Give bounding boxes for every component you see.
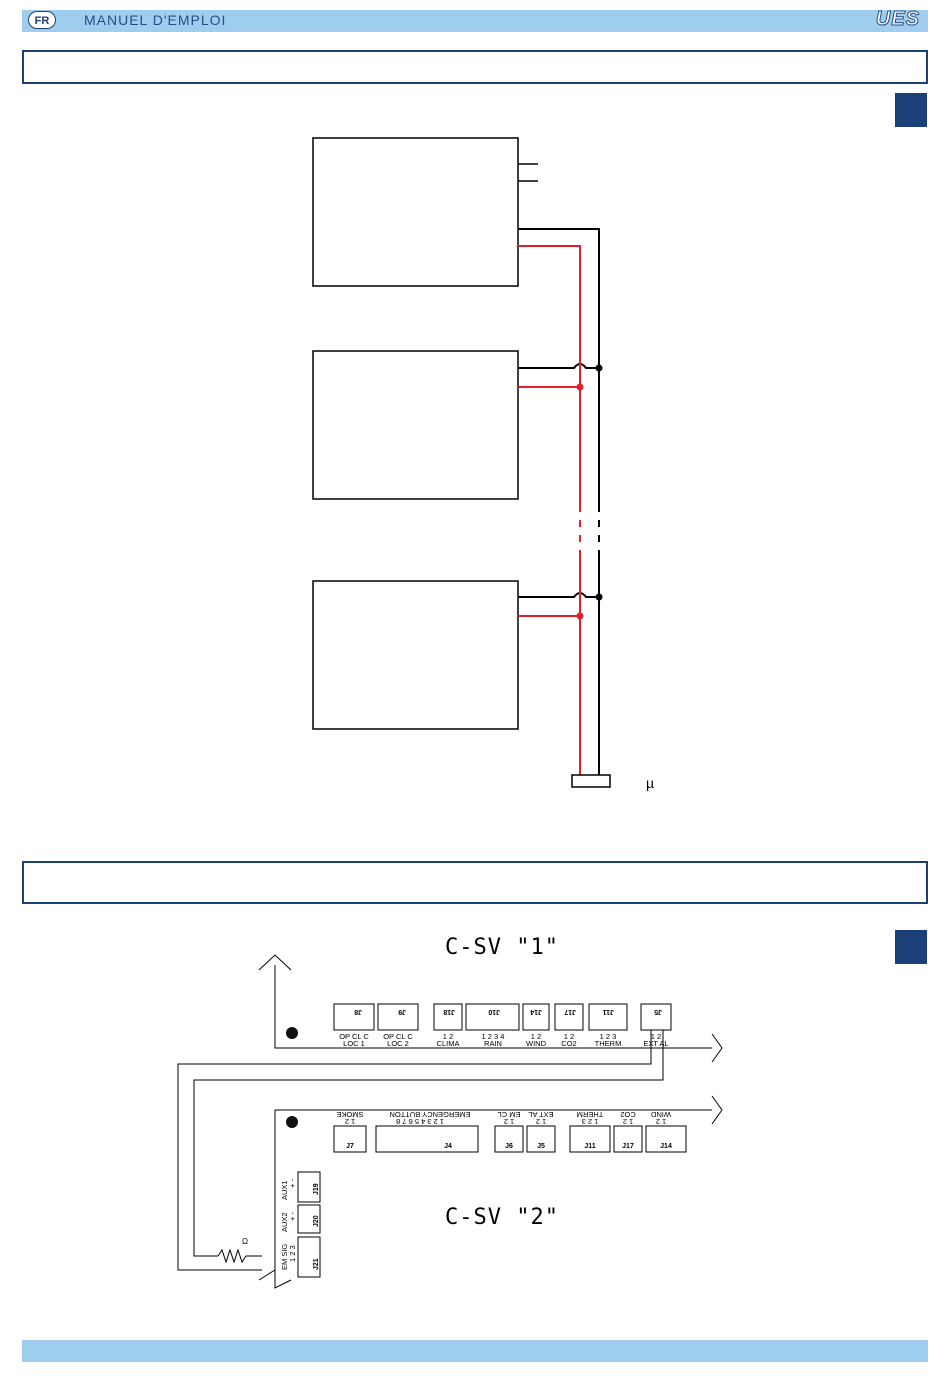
section-marker-1 — [895, 93, 927, 127]
conn-id: J4 — [444, 1143, 452, 1150]
conn-label: AUX1 — [280, 1180, 289, 1200]
pin-labels: 1 2 — [651, 1032, 661, 1041]
pin-labels: + - — [288, 1179, 297, 1188]
pin-labels: + - — [288, 1212, 297, 1221]
bus-wire-red — [518, 245, 581, 775]
conn-id: J7 — [346, 1143, 354, 1150]
resistor-label: Ω — [242, 1237, 248, 1246]
section-title-box-2 — [22, 861, 928, 904]
conn-id: J5 — [537, 1143, 545, 1150]
conn-id: J14 — [530, 1008, 542, 1015]
pin-labels: 1 2 3 4 5 6 7 8 — [396, 1117, 444, 1126]
pin-labels: 1 2 — [564, 1032, 574, 1041]
junction-dot-red — [576, 383, 584, 391]
section-title-box-1 — [22, 50, 928, 84]
bus-wiring-diagram: µ — [312, 137, 654, 791]
conn-id: J6 — [505, 1143, 513, 1150]
conn-id: J18 — [443, 1008, 455, 1015]
conn-id: J10 — [488, 1008, 500, 1015]
conn-label: CO2 — [561, 1039, 576, 1048]
pin-labels: 1 2 — [623, 1117, 633, 1126]
device-box-2 — [312, 350, 519, 500]
conn-label: CLIMA — [437, 1039, 460, 1048]
pin-labels: 1 2 3 4 — [482, 1032, 505, 1041]
conn-label: LOC 1 — [343, 1039, 365, 1048]
language-badge: FR — [28, 11, 56, 29]
brand-logo: UES — [875, 8, 920, 31]
conn-label: WIND — [526, 1039, 547, 1048]
conn-id: J9 — [398, 1008, 406, 1015]
conn-label: THERM — [577, 1110, 604, 1119]
board-1-outline — [258, 954, 723, 1063]
pin-labels: 1 2 3 — [600, 1032, 617, 1041]
inter-board-wires — [177, 1030, 664, 1271]
pin-labels: 1 2 3 — [288, 1245, 297, 1262]
device-box-3 — [312, 580, 519, 730]
header-bar: FR MANUEL D'EMPLOI UES — [22, 8, 928, 32]
board-1-connectors — [333, 1003, 672, 1031]
conn-id: J5 — [654, 1008, 662, 1015]
junction-dot — [595, 593, 603, 601]
pin-labels: 1 2 — [656, 1117, 666, 1126]
conn-id: J21 — [313, 1258, 320, 1270]
conn-id: J14 — [660, 1143, 672, 1150]
document-title: MANUEL D'EMPLOI — [84, 12, 227, 28]
conn-label: LOC 2 — [387, 1039, 409, 1048]
conn-label: CO2 — [620, 1110, 635, 1119]
conn-id: J11 — [584, 1143, 595, 1150]
conn-label: EXT AL — [643, 1039, 668, 1048]
conn-id: J8 — [354, 1008, 362, 1015]
side-connectors — [297, 1171, 321, 1278]
pin-labels: OP CL C — [383, 1032, 413, 1041]
pin-labels: OP CL C — [339, 1032, 369, 1041]
board-1-title: C-SV "1" — [445, 935, 559, 960]
conn-label: SMOKE — [336, 1110, 363, 1119]
conn-id: J19 — [313, 1183, 320, 1195]
conn-id: J11 — [603, 1008, 614, 1015]
conn-label: WIND — [650, 1110, 671, 1119]
mu-symbol: µ — [646, 775, 654, 791]
mounting-hole — [286, 1027, 298, 1039]
conn-label: EM CL — [498, 1110, 521, 1119]
mounting-hole — [286, 1116, 298, 1128]
pin-labels: 1 2 3 — [582, 1117, 599, 1126]
conn-label: RAIN — [484, 1039, 502, 1048]
pin-labels: 1 2 — [443, 1032, 453, 1041]
board-2-title: C-SV "2" — [445, 1205, 559, 1230]
conn-label: EXT AL — [528, 1110, 553, 1119]
device-box-1 — [312, 137, 519, 287]
pin-labels: 1 2 — [531, 1032, 541, 1041]
conn-id: J17 — [564, 1008, 576, 1015]
section-marker-2 — [895, 930, 927, 964]
board-2-connectors — [333, 1125, 687, 1153]
conn-label: EM SIG — [280, 1244, 289, 1270]
conn-label: THERM — [595, 1039, 622, 1048]
conn-label: EMERGENCY BUTTON — [390, 1110, 471, 1119]
footer-bar — [22, 1340, 928, 1362]
conn-label: AUX2 — [280, 1212, 289, 1232]
conn-id: J20 — [313, 1215, 320, 1227]
pin-labels: 1 2 — [345, 1117, 355, 1126]
board-2-outline — [258, 1095, 723, 1289]
junction-dot — [595, 364, 603, 372]
terminating-resistor — [571, 774, 611, 788]
junction-dot-red — [576, 612, 584, 620]
pin-labels: 1 2 — [504, 1117, 514, 1126]
pin-labels: 1 2 — [536, 1117, 546, 1126]
conn-id: J17 — [622, 1143, 634, 1150]
